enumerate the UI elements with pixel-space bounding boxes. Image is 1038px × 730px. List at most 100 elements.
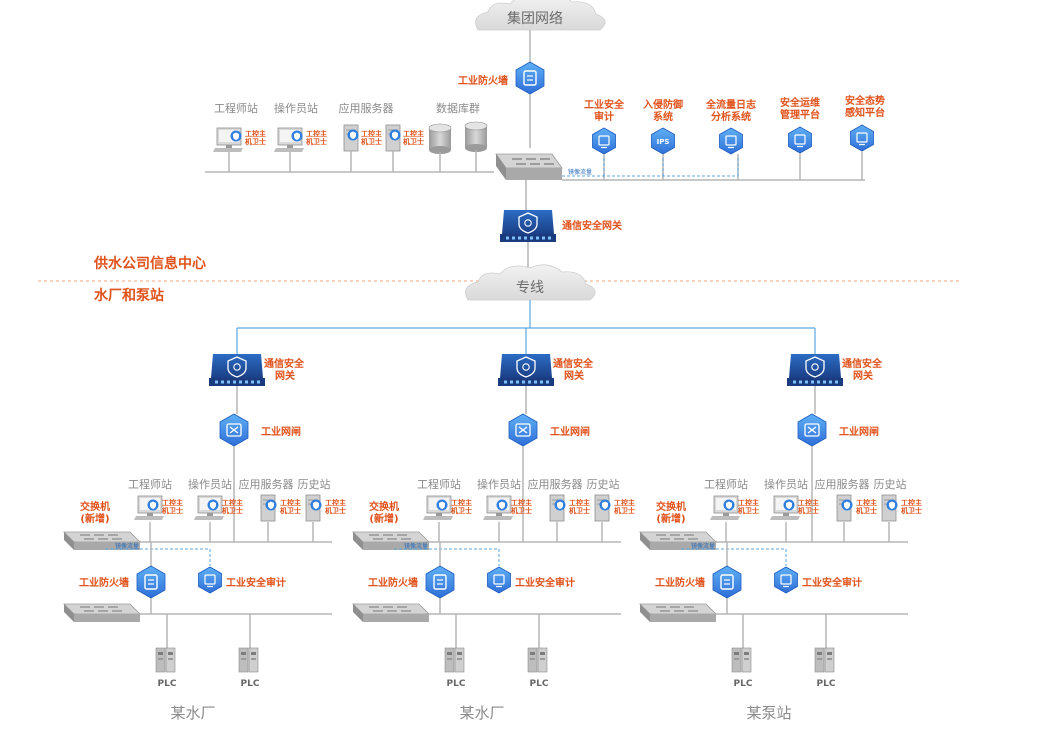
- site-mirror-label: 镜像流量: [691, 542, 715, 550]
- host-tag-line2: 机卫士: [325, 506, 346, 515]
- site-gateway-icon: [208, 353, 266, 387]
- site-audit-icon: [197, 566, 223, 594]
- site-firewall-label: 工业防火墙: [655, 576, 705, 589]
- log-analysis-icon: [718, 127, 744, 155]
- site-gateway-label-line1: 通信安全: [553, 357, 594, 370]
- site-plc-1: PLC: [155, 614, 177, 689]
- host-tag-line1: 工控主: [798, 498, 819, 507]
- host-tag-line2: 机卫士: [901, 506, 922, 515]
- host-label: 工程师站: [128, 477, 172, 491]
- site-firewall-label: 工业防火墙: [368, 576, 418, 589]
- ips-icon: IPS: [651, 127, 675, 155]
- host-tag-line2: 机卫士: [280, 506, 301, 515]
- site-firewall-icon: [136, 565, 166, 599]
- host-label: 历史站: [298, 477, 331, 491]
- device-label-line2: 分析系统: [711, 110, 751, 123]
- host-protect-icon: [207, 499, 219, 511]
- host-label: 工程师站: [417, 477, 461, 491]
- host-tag-line1: 工控主: [222, 498, 243, 507]
- ops-platform-icon: [787, 126, 813, 154]
- top-security-ips: 入侵防御 系统 IPS: [643, 98, 683, 180]
- database-icon: [428, 123, 452, 155]
- field-switch-icon: [639, 603, 717, 623]
- plc-icon: [238, 647, 259, 673]
- top-security-ops-platform: 安全运维 管理平台: [780, 96, 820, 180]
- host-label: 应用服务器: [339, 101, 394, 115]
- host-tag-line2: 机卫士: [403, 137, 424, 146]
- site-audit-label: 工业安全审计: [515, 576, 575, 589]
- gatekeeper-icon: [219, 413, 249, 447]
- host-tag-line2: 机卫士: [511, 506, 532, 515]
- host-label: 应用服务器: [528, 477, 583, 491]
- top-host-app-server: 应用服务器 工控主 机卫士: [339, 101, 394, 172]
- top-host-engineer: 工程师站 工控主 机卫士: [212, 101, 266, 172]
- site-water-plant-1: 通信安全网关工业网闸交换机(新增)工程师站工控主机卫士操作员站工控主机卫士应用服…: [63, 328, 346, 722]
- site-mirror-label: 镜像流量: [404, 542, 428, 550]
- site-audit-icon: [773, 566, 799, 594]
- top-gateway-label: 通信安全网关: [562, 219, 622, 232]
- site-audit-label: 工业安全审计: [802, 576, 862, 589]
- host-protect-icon: [347, 129, 359, 141]
- top-security-log-analysis: 全流量日志 分析系统: [705, 98, 756, 180]
- device-label-line2: 审计: [594, 110, 614, 123]
- host-tag-line2: 机卫士: [798, 506, 819, 515]
- top-security-audit: 工业安全 审计: [584, 98, 625, 180]
- audit-icon: [591, 127, 617, 155]
- device-label-line1: 入侵防御: [643, 98, 683, 111]
- site-plc-2: PLC: [814, 614, 836, 689]
- plc-icon: [731, 647, 752, 673]
- host-protect-icon: [389, 129, 401, 141]
- site-audit-icon: [486, 566, 512, 594]
- host-tag-line1: 工控主: [901, 498, 922, 507]
- host-protect-icon: [310, 499, 322, 511]
- host-protect-icon: [783, 499, 795, 511]
- situation-awareness-icon: [849, 124, 875, 152]
- top-security-situation-awareness: 安全态势 感知平台: [845, 94, 885, 180]
- field-switch-icon: [63, 603, 141, 623]
- host-protect-icon: [723, 499, 735, 511]
- top-firewall-label: 工业防火墙: [458, 74, 508, 87]
- site-name: 某水厂: [170, 704, 215, 722]
- site-gateway-icon: [786, 353, 844, 387]
- host-tag-line1: 工控主: [614, 498, 635, 507]
- site-gateway-label-line1: 通信安全: [264, 357, 305, 370]
- plc-label: PLC: [530, 679, 549, 689]
- host-tag-line1: 工控主: [856, 498, 877, 507]
- host-tag-line2: 机卫士: [222, 506, 243, 515]
- gatekeeper-label: 工业网闸: [839, 425, 879, 438]
- host-label: 数据库群: [436, 101, 480, 115]
- host-label: 历史站: [587, 477, 620, 491]
- site-water-plant-2: 通信安全网关工业网闸交换机(新增)工程师站工控主机卫士操作员站工控主机卫士应用服…: [352, 328, 635, 722]
- database-icon: [464, 121, 488, 153]
- plc-icon: [814, 647, 835, 673]
- site-gateway-label-line2: 网关: [564, 369, 584, 382]
- host-tag-line2: 机卫士: [451, 506, 472, 515]
- site-plc-2: PLC: [238, 614, 260, 689]
- host-label: 操作员站: [274, 101, 318, 115]
- host-tag-line2: 机卫士: [738, 506, 759, 515]
- host-tag-line1: 工控主: [306, 129, 327, 138]
- host-label: 应用服务器: [239, 477, 294, 491]
- host-label: 应用服务器: [815, 477, 870, 491]
- host-label: 操作员站: [188, 477, 232, 491]
- host-tag-line2: 机卫士: [361, 137, 382, 146]
- site-switch-label-line2: (新增): [369, 512, 398, 525]
- device-label-line2: 系统: [653, 110, 673, 123]
- top-mirror-label: 镜像流量: [568, 168, 592, 176]
- host-tag-line2: 机卫士: [614, 506, 635, 515]
- plc-label: PLC: [158, 679, 177, 689]
- host-protect-icon: [230, 130, 242, 142]
- site-firewall-label: 工业防火墙: [79, 576, 129, 589]
- device-label-line2: 管理平台: [780, 108, 820, 121]
- host-tag-line1: 工控主: [569, 498, 590, 507]
- section-plants: 水厂和泵站: [94, 287, 164, 304]
- host-protect-icon: [265, 499, 277, 511]
